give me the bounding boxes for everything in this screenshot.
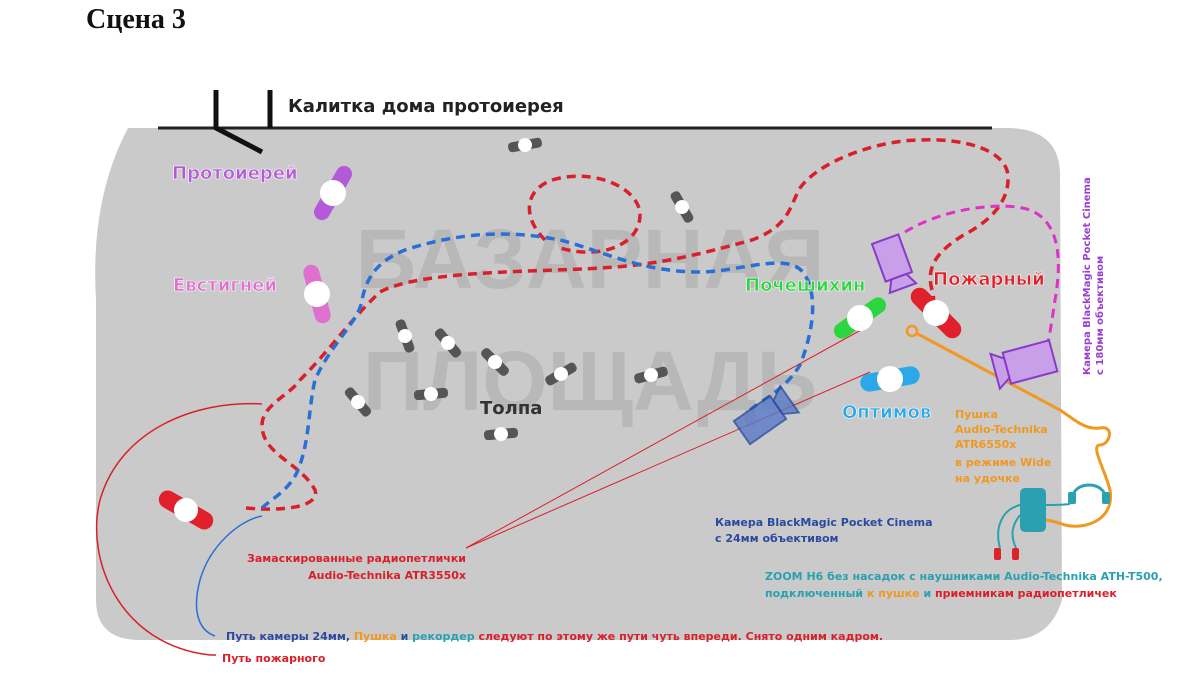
camera180-label-line1: Камера BlackMagic Pocket Cinema (1082, 177, 1093, 375)
path-camera-label: Путь камеры 24мм, Пушка и рекордер следу… (226, 630, 883, 643)
camera-solid-path (195, 515, 263, 637)
label-pocheshikhin: Почешихин (745, 275, 865, 296)
lavalier-line-2 (465, 371, 871, 549)
camera180-sightline (904, 204, 1060, 371)
headphones-icon (1070, 483, 1108, 501)
headphones-cup-left (1068, 492, 1076, 504)
camera180-icon (870, 233, 918, 295)
path-camera-b: Пушка (354, 630, 397, 643)
square-area (95, 128, 1062, 640)
camera24-label-line2: с 24мм объективом (715, 532, 839, 545)
camera24-icon (732, 384, 801, 446)
camera-path (260, 232, 815, 510)
boom-label-line3: ATR6550x (955, 438, 1016, 451)
path-fireman-label: Путь пожарного (222, 652, 326, 665)
lavalier-label-line1: Замаскированные радиопетлички (247, 552, 466, 565)
camera24-label-line1: Камера BlackMagic Pocket Cinema (715, 516, 933, 529)
actor-pocheshikhin (833, 297, 887, 339)
actor-protoierey (314, 165, 352, 221)
path-camera-d: рекордер (412, 630, 475, 643)
headphone-cable (1045, 503, 1071, 506)
label-protoierey: Протоиерей (172, 163, 298, 184)
label-evstigney: Евстигней (173, 275, 277, 296)
label-optimov: Оптимов (842, 402, 931, 423)
receiver-1 (994, 548, 1001, 560)
page-title: Сцена 3 (86, 4, 186, 35)
boom-label-line5: на удочке (955, 472, 1020, 485)
zoom-label-line1: ZOOM H6 без насадок с наушниками Audio-T… (765, 570, 1163, 583)
zoom-label-b: к пушке (867, 587, 920, 600)
label-crowd: Толпа (480, 398, 542, 419)
actor-evstigney (303, 264, 331, 324)
boom-label-line2: Audio-Technika (955, 423, 1048, 436)
lavalier-label-line2: Audio-Technika ATR3550x (308, 569, 466, 582)
watermark-line1: БАЗАРНАЯ (356, 212, 825, 306)
headphones-cup-right (1102, 492, 1110, 504)
camera180-label-line2: с 180мм объективом (1094, 256, 1106, 375)
receiver-2 (1012, 548, 1019, 560)
boom-cable (915, 331, 1112, 528)
actor-pozharny (910, 287, 962, 339)
zoom-label-a: подключенный (765, 587, 867, 600)
fireman-solid-path (95, 402, 263, 656)
path-camera-a: Путь камеры 24мм, (226, 630, 354, 643)
boom-label-line4: в режиме Wide (955, 456, 1051, 469)
actor-optimov (860, 366, 920, 392)
lavalier-line-1 (465, 324, 871, 549)
boom-head (905, 324, 919, 338)
receiver-cables (997, 504, 1021, 549)
actor-fireman-start (158, 490, 214, 530)
zoom-recorder (1020, 488, 1046, 532)
zoom-label-c: и (920, 587, 935, 600)
label-pozharny: Пожарный (933, 269, 1045, 290)
path-camera-c: и (397, 630, 412, 643)
fireman-loop (527, 174, 642, 254)
crowd-figures (344, 137, 694, 441)
gate-post (213, 90, 264, 155)
fireman-path (245, 138, 1010, 511)
watermark-line2: ПЛОЩАДЬ (363, 334, 817, 428)
gate-label: Калитка дома протоиерея (288, 96, 564, 117)
zoom-label-line2: подключенный к пушке и приемникам радиоп… (765, 587, 1117, 600)
boom-label-line1: Пушка (955, 408, 998, 421)
path-camera-e: следуют по этому же пути чуть впереди. С… (475, 630, 883, 643)
zoom-label-d: приемникам радиопетличек (935, 587, 1117, 600)
camera180-second-icon (989, 339, 1059, 391)
